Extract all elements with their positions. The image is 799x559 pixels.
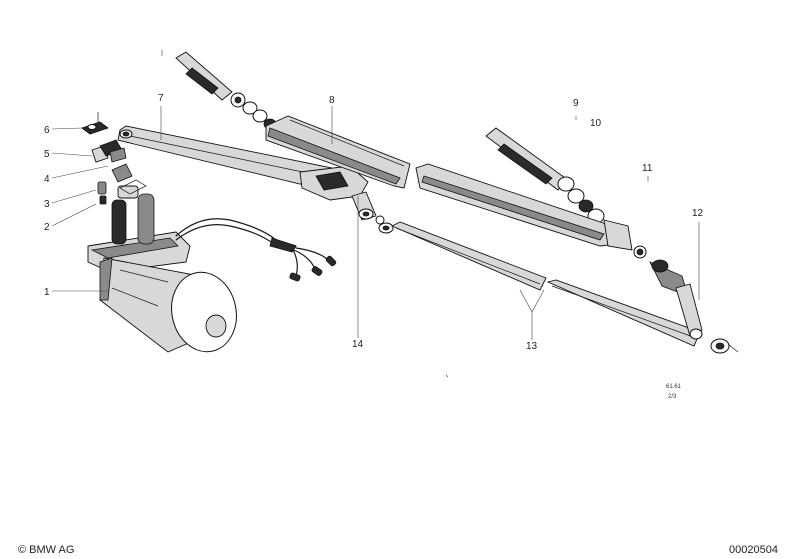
callout-8: 8 [329, 95, 335, 106]
right-crank [649, 259, 703, 340]
catalogue-stamp: 61.61 2/3 [666, 384, 682, 400]
callout-14: 14 [352, 339, 364, 350]
leader-lines [51, 50, 700, 378]
callout-1: 1 [44, 287, 50, 298]
callout-10: 10 [590, 118, 602, 129]
stamp-group-number: 61.61 [666, 384, 682, 390]
callout-4: 4 [44, 174, 50, 185]
left-pivot-housing [175, 51, 411, 189]
footer: © BMW AG 00020504 [18, 544, 778, 556]
wiring-harness [175, 218, 337, 282]
callout-2: 2 [44, 222, 50, 233]
callout-6: 6 [44, 125, 50, 136]
callout-11: 11 [642, 163, 653, 174]
right-pivot-housing [415, 127, 647, 259]
callout-9: 9 [573, 98, 579, 109]
stamp-page-number: 2/3 [668, 394, 677, 400]
callout-12: 12 [692, 208, 704, 219]
callout-5: 5 [44, 149, 50, 160]
copyright-notice: © BMW AG [18, 544, 74, 556]
callout-13: 13 [526, 341, 538, 352]
callout-3: 3 [44, 199, 50, 210]
diagram-id: 00020504 [729, 544, 778, 556]
wiper-motor [87, 179, 237, 353]
linkage-rods [378, 221, 739, 354]
callout-7: 7 [158, 93, 164, 104]
mounting-hardware [81, 112, 133, 205]
callout-numbers: 1 2 3 4 5 6 7 8 9 10 11 12 13 14 [44, 93, 704, 352]
